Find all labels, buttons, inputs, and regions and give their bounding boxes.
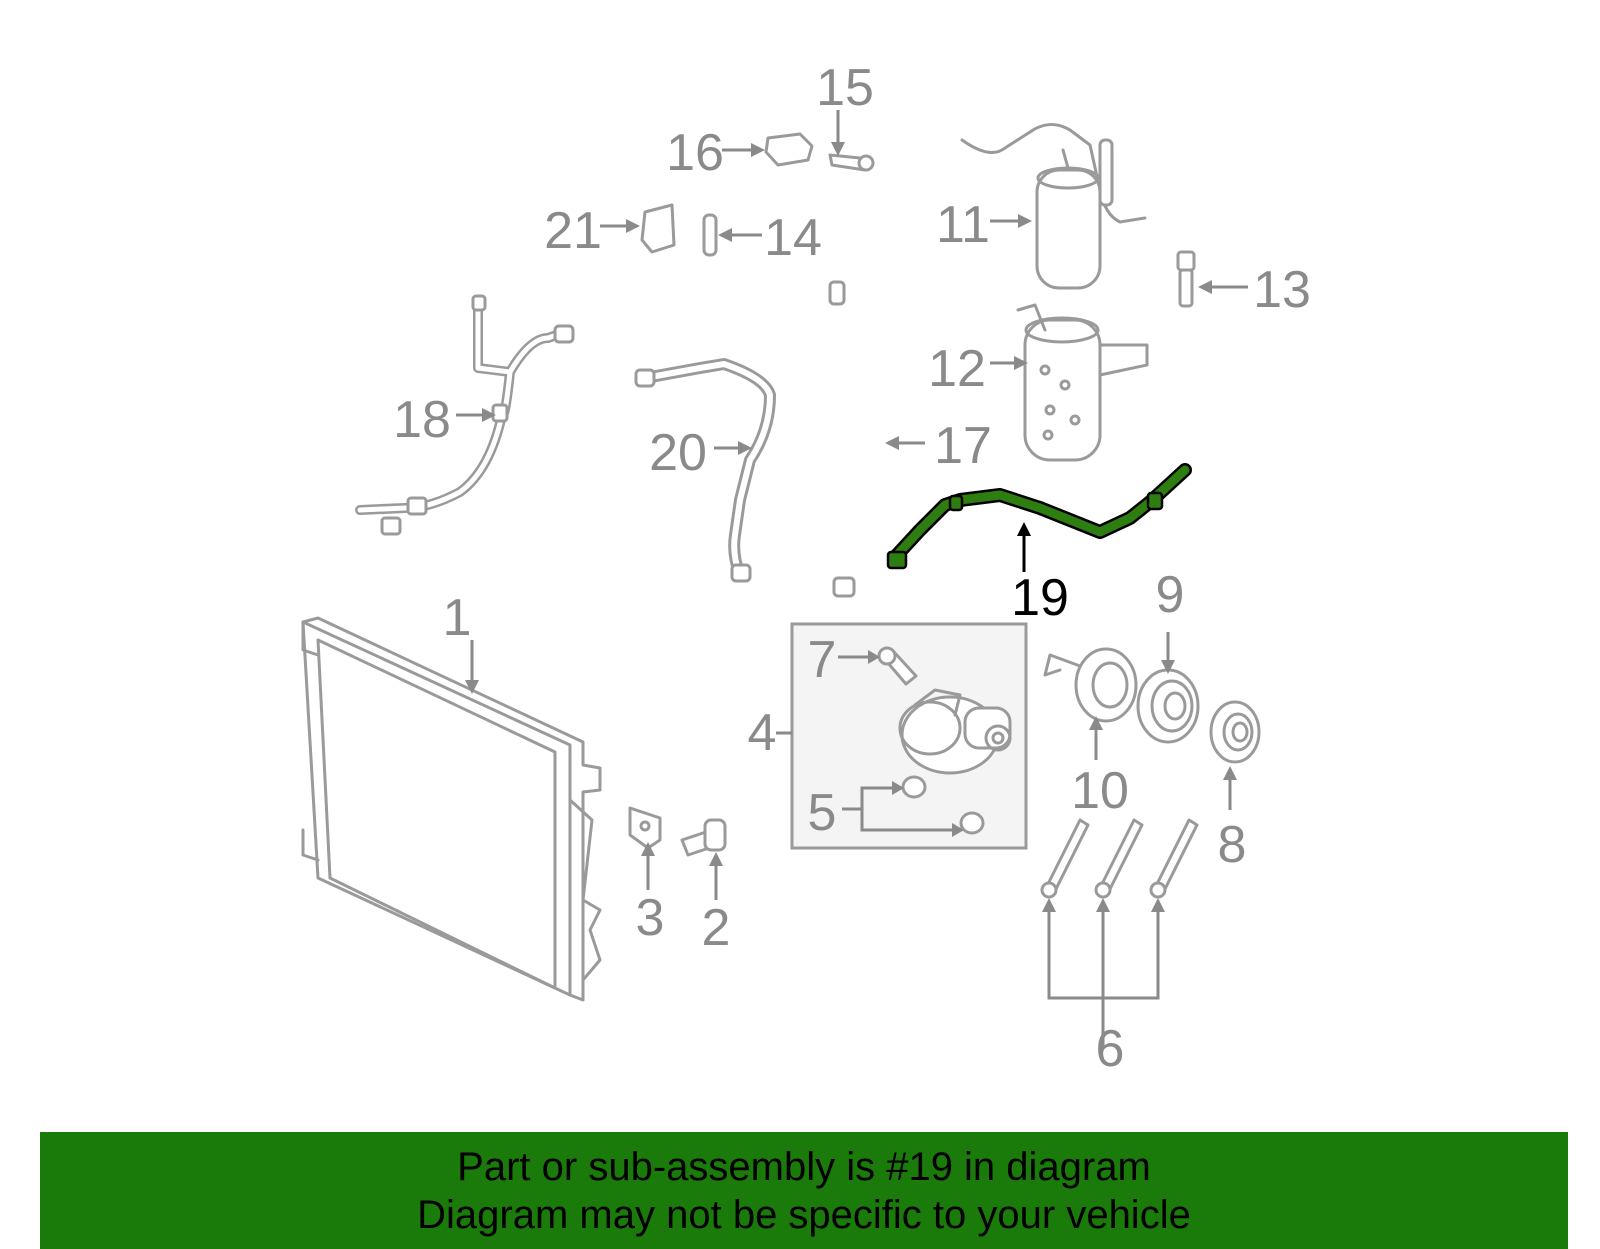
part-14-valve-core[interactable]	[702, 213, 718, 257]
callout-11[interactable]: 11	[936, 196, 990, 254]
callout-9[interactable]: 9	[1156, 566, 1185, 624]
callout-4[interactable]: 4	[748, 704, 777, 762]
part-5-seals[interactable]	[901, 775, 985, 835]
callout-3[interactable]: 3	[636, 889, 665, 947]
callout-15[interactable]: 15	[816, 59, 874, 117]
part-8-clutch-hub[interactable]	[1209, 700, 1261, 764]
banner-line-2: Diagram may not be specific to your vehi…	[417, 1192, 1191, 1237]
callout-7[interactable]: 7	[808, 631, 837, 689]
callout-16[interactable]: 16	[666, 124, 724, 182]
callout-2[interactable]: 2	[702, 899, 731, 957]
info-banner: Part or sub-assembly is #19 in diagram D…	[40, 1132, 1568, 1249]
part-13-pressure-switch[interactable]	[1176, 250, 1196, 308]
part-10-field-coil[interactable]	[1043, 647, 1138, 723]
part-2-bolt[interactable]	[680, 818, 727, 857]
callout-19[interactable]: 19	[1011, 569, 1069, 627]
callout-10[interactable]: 10	[1071, 762, 1129, 820]
banner-line-1: Part or sub-assembly is #19 in diagram	[457, 1144, 1151, 1189]
part-21-bracket[interactable]	[640, 203, 676, 254]
leader-5	[842, 786, 896, 811]
callout-21[interactable]: 21	[544, 202, 602, 260]
callout-17[interactable]: 17	[934, 417, 992, 475]
callout-20[interactable]: 20	[649, 424, 707, 482]
part-4-compressor[interactable]	[898, 688, 1012, 775]
callout-13[interactable]: 13	[1253, 261, 1311, 319]
part-17-hose[interactable]	[828, 280, 882, 598]
part-6-bolts[interactable]	[1040, 818, 1199, 899]
callout-18[interactable]: 18	[393, 391, 451, 449]
part-1-condenser[interactable]	[301, 616, 602, 1002]
callout-12[interactable]: 12	[928, 340, 986, 398]
part-18-hose[interactable]	[355, 294, 575, 536]
part-20-hose[interactable]	[634, 358, 776, 583]
part-19-hose-highlighted[interactable]	[886, 463, 1192, 570]
part-15-switch[interactable]	[828, 153, 875, 172]
part-3-bracket[interactable]	[628, 806, 662, 850]
callout-14[interactable]: 14	[764, 209, 822, 267]
part-11-accumulator[interactable]	[960, 123, 1147, 290]
callout-6[interactable]: 6	[1096, 1020, 1125, 1078]
part-16-cap[interactable]	[764, 132, 814, 167]
part-12-drier[interactable]	[1016, 303, 1149, 462]
part-9-pulley[interactable]	[1136, 668, 1200, 744]
leader-5b	[860, 809, 956, 832]
part-7-bolt[interactable]	[877, 646, 918, 686]
callout-8[interactable]: 8	[1218, 816, 1247, 874]
callout-1[interactable]: 1	[443, 589, 472, 647]
callout-5[interactable]: 5	[808, 784, 837, 842]
